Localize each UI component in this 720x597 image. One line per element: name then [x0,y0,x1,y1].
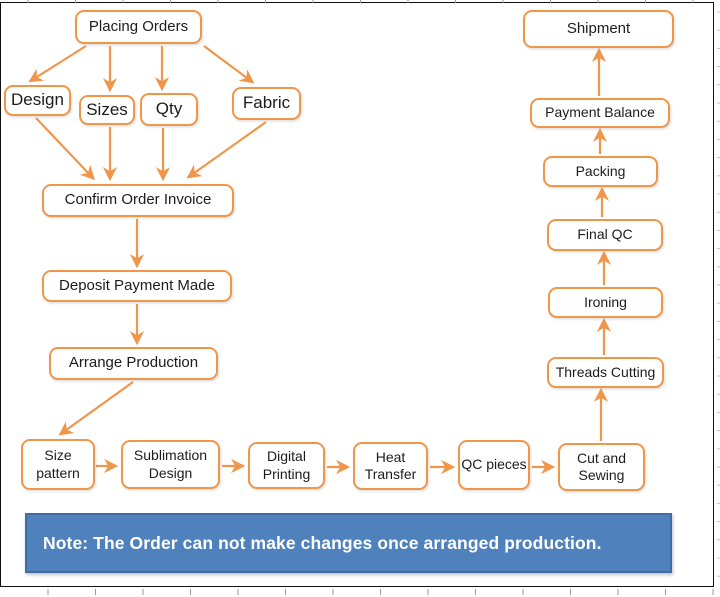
node-final-qc: Final QC [547,219,663,251]
node-label: Deposit Payment Made [59,276,215,294]
node-shipment: Shipment [523,10,674,48]
node-sublimation-design: Sublimation Design [121,440,220,489]
node-digital-printing: Digital Printing [248,442,325,489]
node-label: Cut and Sewing [576,449,627,483]
node-sizes: Sizes [79,95,135,125]
flow-arrows [28,45,612,475]
node-label: Heat Transfer [364,448,417,482]
node-qc-pieces: QC pieces [458,440,530,490]
node-deposit-payment-made: Deposit Payment Made [42,270,232,302]
node-size-pattern: Size pattern [21,439,95,490]
node-label: Fabric [242,93,291,113]
node-packing: Packing [543,156,658,187]
node-confirm-order-invoice: Confirm Order Invoice [42,184,234,217]
node-label: Ironing [584,293,627,310]
node-threads-cutting: Threads Cutting [547,357,664,388]
flowchart-frame [0,2,714,587]
node-label: Digital Printing [262,448,311,482]
note-text: Note: The Order can not make changes onc… [43,532,602,553]
node-label: Threads Cutting [555,363,656,380]
node-label: Qty [155,99,183,119]
node-cut-and-sewing: Cut and Sewing [558,443,645,491]
node-heat-transfer: Heat Transfer [353,442,428,490]
node-label: Sublimation Design [133,447,208,481]
arrow-placing-orders-to-fabric [203,45,255,84]
arrow-design-to-confirm [35,117,95,181]
node-label: Payment Balance [545,104,655,121]
arrow-placing-orders-to-design [28,45,87,83]
note-banner: Note: The Order can not make changes onc… [25,513,672,573]
node-payment-balance: Payment Balance [530,98,670,128]
node-placing-orders: Placing Orders [75,10,202,44]
node-arrange-production: Arrange Production [49,347,218,380]
arrow-fabric-to-confirm [186,121,267,179]
node-fabric: Fabric [232,87,301,120]
node-label: Final QC [577,226,633,243]
node-qty: Qty [140,93,198,126]
node-label: Placing Orders [88,17,189,35]
node-label: Design [11,90,64,110]
node-ironing: Ironing [548,287,663,318]
node-label: Sizes [86,99,128,119]
node-design: Design [4,85,71,116]
node-label: Arrange Production [68,354,199,372]
node-label: Packing [575,162,626,179]
node-label: Shipment [566,19,631,37]
node-label: Size pattern [36,447,80,481]
node-label: Confirm Order Invoice [64,191,212,209]
arrow-arrange-to-size-pattern [58,381,134,436]
node-label: QC pieces [461,456,527,473]
